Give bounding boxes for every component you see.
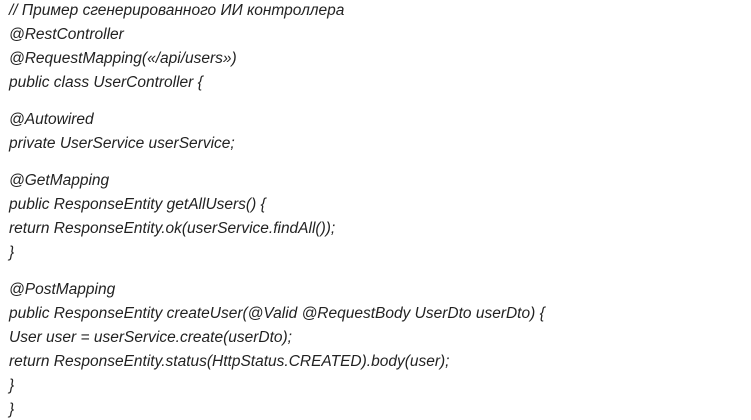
code-line-comment: // Пример сгенерированного ИИ контроллер… bbox=[9, 2, 345, 19]
code-line-class-declaration: public class UserController { bbox=[9, 74, 203, 91]
code-line-post-create-user: User user = userService.create(userDto); bbox=[9, 329, 292, 346]
code-line-post-close-brace: } bbox=[9, 377, 15, 394]
code-line-post-method: public ResponseEntity createUser(@Valid … bbox=[9, 305, 545, 322]
code-line-get-close-brace: } bbox=[9, 244, 15, 261]
code-line-get-method: public ResponseEntity getAllUsers() { bbox=[9, 196, 266, 213]
code-line-post-mapping: @PostMapping bbox=[9, 281, 116, 298]
code-line-get-mapping: @GetMapping bbox=[9, 172, 110, 189]
code-line-service-field: private UserService userService; bbox=[9, 135, 235, 152]
code-line-request-mapping: @RequestMapping(«/api/users») bbox=[9, 50, 237, 67]
code-line-rest-controller: @RestController bbox=[9, 26, 124, 43]
code-line-class-close-brace: } bbox=[9, 401, 15, 418]
code-line-post-return: return ResponseEntity.status(HttpStatus.… bbox=[9, 353, 450, 370]
code-line-autowired: @Autowired bbox=[9, 111, 94, 128]
code-line-get-return: return ResponseEntity.ok(userService.fin… bbox=[9, 220, 336, 237]
